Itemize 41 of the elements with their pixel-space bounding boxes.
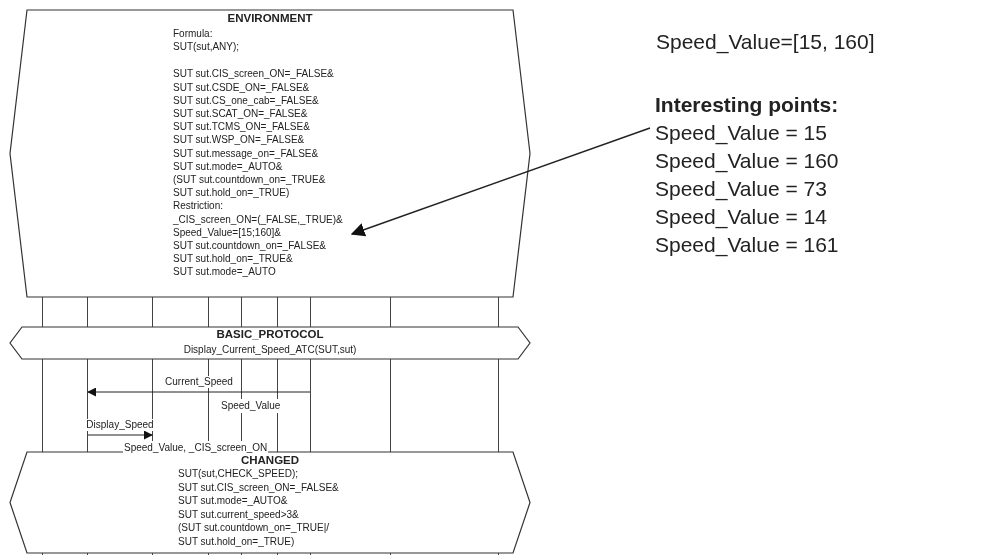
box-title: ENVIRONMENT: [227, 12, 313, 24]
formula-line: SUT(sut,ANY);: [173, 41, 240, 54]
formula-line: SUT sut.CIS_screen_ON=_FALSE&: [178, 481, 339, 494]
message-parameter: Speed_Value: [220, 399, 282, 413]
box-title: BASIC_PROTOCOL: [216, 328, 324, 340]
leader-arrow: [350, 127, 651, 237]
formula-line: SUT sut.countdown_on=_FALSE&: [173, 240, 326, 252]
message-parameter: Speed_Value, _CIS_screen_ON: [123, 441, 269, 455]
edge-label: Display_Speed: [85, 419, 155, 431]
formula-line: Restriction:: [173, 200, 223, 213]
formula-line: SUT sut.SCAT_ON=_FALSE&: [173, 108, 308, 120]
list-item: Speed_Value = 15: [655, 120, 827, 146]
heading: Interesting points:: [655, 92, 839, 118]
formula-line: (SUT sut.countdown_on=_TRUE|/: [178, 522, 330, 534]
formula-line: SUT sut.TCMS_ON=_FALSE&: [173, 121, 310, 134]
message-arrow: [87, 430, 153, 440]
formula-line: (SUT sut.countdown_on=_TRUE&: [173, 174, 326, 186]
formula-line: Formula:: [173, 28, 213, 40]
formula-line: SUT sut.mode=_AUTO&: [178, 495, 288, 507]
box-title: CHANGED: [240, 454, 300, 466]
formula-line: SUT sut.message_on=_FALSE&: [173, 147, 319, 160]
edge-label: Current_Speed: [164, 376, 234, 388]
formula-line: _CIS_screen_ON=(_FALSE,_TRUE)&: [173, 213, 343, 226]
list-item: Speed_Value = 73: [655, 176, 827, 202]
formula-line: SUT sut.hold_on=_TRUE): [178, 535, 295, 548]
formula-line: SUT sut.CS_one_cab=_FALSE&: [173, 94, 319, 107]
formula-line: SUT sut.CIS_screen_ON=_FALSE&: [173, 68, 334, 81]
formula-line: SUT sut.mode=_AUTO&: [173, 160, 283, 173]
list-item: Speed_Value = 161: [655, 232, 839, 258]
formula-line: SUT sut.mode=_AUTO: [173, 266, 276, 279]
message-arrow: [87, 387, 311, 397]
formula-line: SUT sut.hold_on=_TRUE&: [173, 253, 293, 266]
list-item: Speed_Value = 14: [655, 204, 827, 230]
formula-line: Display_Current_Speed_ATC(SUT,sut): [183, 344, 357, 356]
formula-line: SUT(sut,CHECK_SPEED);: [178, 468, 299, 480]
formula-line: Speed_Value=[15;160]&: [173, 226, 281, 239]
formula-line: SUT sut.WSP_ON=_FALSE&: [173, 134, 305, 147]
formula-line: SUT sut.hold_on=_TRUE): [173, 187, 290, 200]
list-item: Speed_Value = 160: [655, 148, 839, 174]
formula-line: SUT sut.CSDE_ON=_FALSE&: [173, 81, 310, 94]
formula-line: SUT sut.current_speed>3&: [178, 508, 299, 521]
